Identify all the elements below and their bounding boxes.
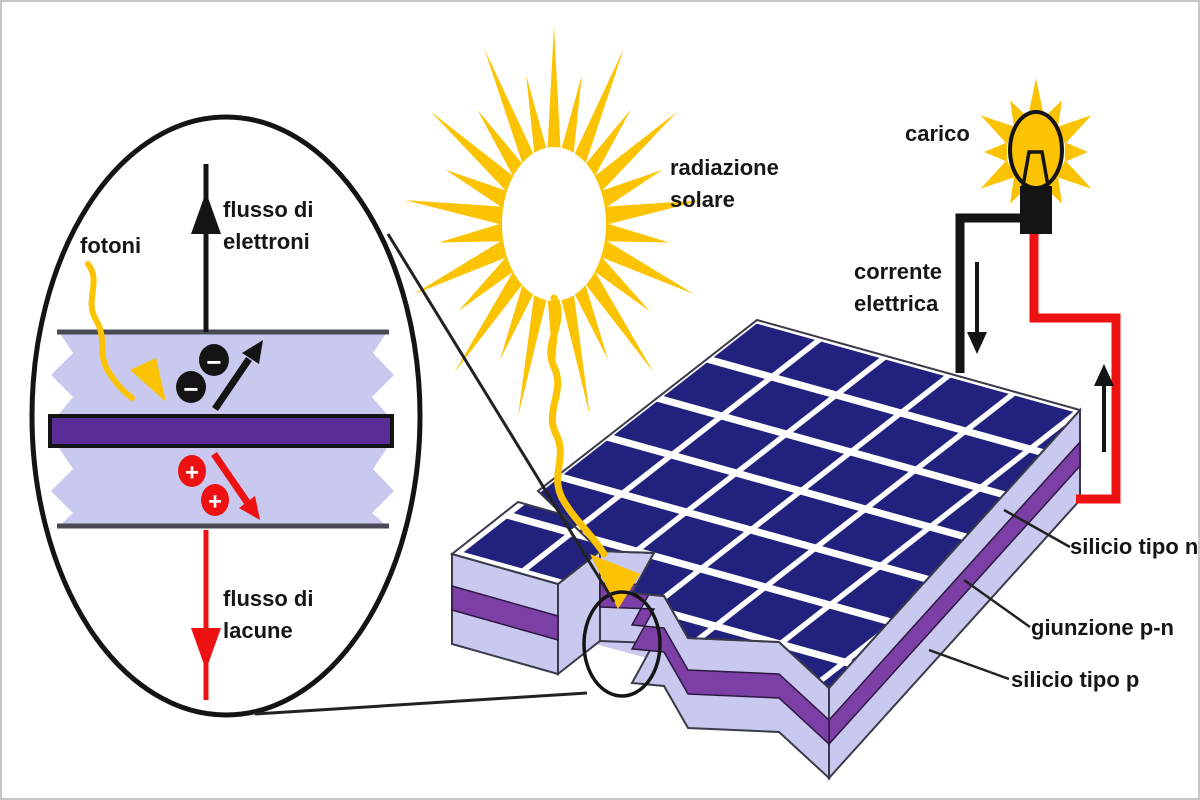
leader-silicio-n	[1003, 508, 1071, 549]
bulb-glass	[1008, 110, 1064, 190]
electron-icon: −	[199, 344, 229, 377]
solar-panel	[449, 318, 1082, 781]
magnifier-circle: − − + +	[29, 114, 616, 718]
hole-flow-arrow-icon	[191, 530, 221, 700]
panel-main	[536, 318, 1082, 781]
leader-giunzione	[963, 578, 1031, 629]
panel-top-cells	[536, 318, 1082, 690]
strip-junction-stripe	[451, 585, 559, 641]
photon-arrow-icon	[547, 294, 640, 609]
wire-black	[955, 213, 1020, 373]
current-down-arrow-icon	[967, 262, 987, 354]
bulb-base	[1020, 186, 1052, 234]
svg-text:−: −	[183, 374, 198, 404]
wire-red	[1029, 232, 1121, 504]
hole-motion-arrow-icon	[211, 452, 260, 520]
bulb-filament	[1021, 150, 1050, 187]
electron-motion-arrow-icon	[212, 340, 263, 411]
junction-layer	[48, 414, 394, 448]
magnifier-connector-upper	[386, 233, 616, 603]
layer-leader-lines	[928, 508, 1071, 681]
magnifier-connector-lower	[254, 691, 588, 716]
sun-core	[502, 147, 606, 301]
detail-ellipse	[582, 590, 662, 698]
current-up-arrow-icon	[1094, 364, 1114, 452]
hole-icon: +	[201, 484, 229, 516]
svg-text:−: −	[206, 347, 221, 377]
electron-flow-arrow-icon	[191, 164, 221, 332]
sun-icon	[405, 26, 703, 417]
hole-icon: +	[178, 455, 206, 487]
circuit-wires	[955, 213, 1121, 504]
photon-small-arrow-icon	[85, 261, 166, 402]
leader-silicio-p	[928, 648, 1010, 681]
electron-icon: −	[176, 371, 206, 404]
svg-text:+: +	[208, 489, 222, 516]
svg-text:+: +	[185, 460, 199, 487]
light-bulb-icon	[980, 78, 1092, 234]
